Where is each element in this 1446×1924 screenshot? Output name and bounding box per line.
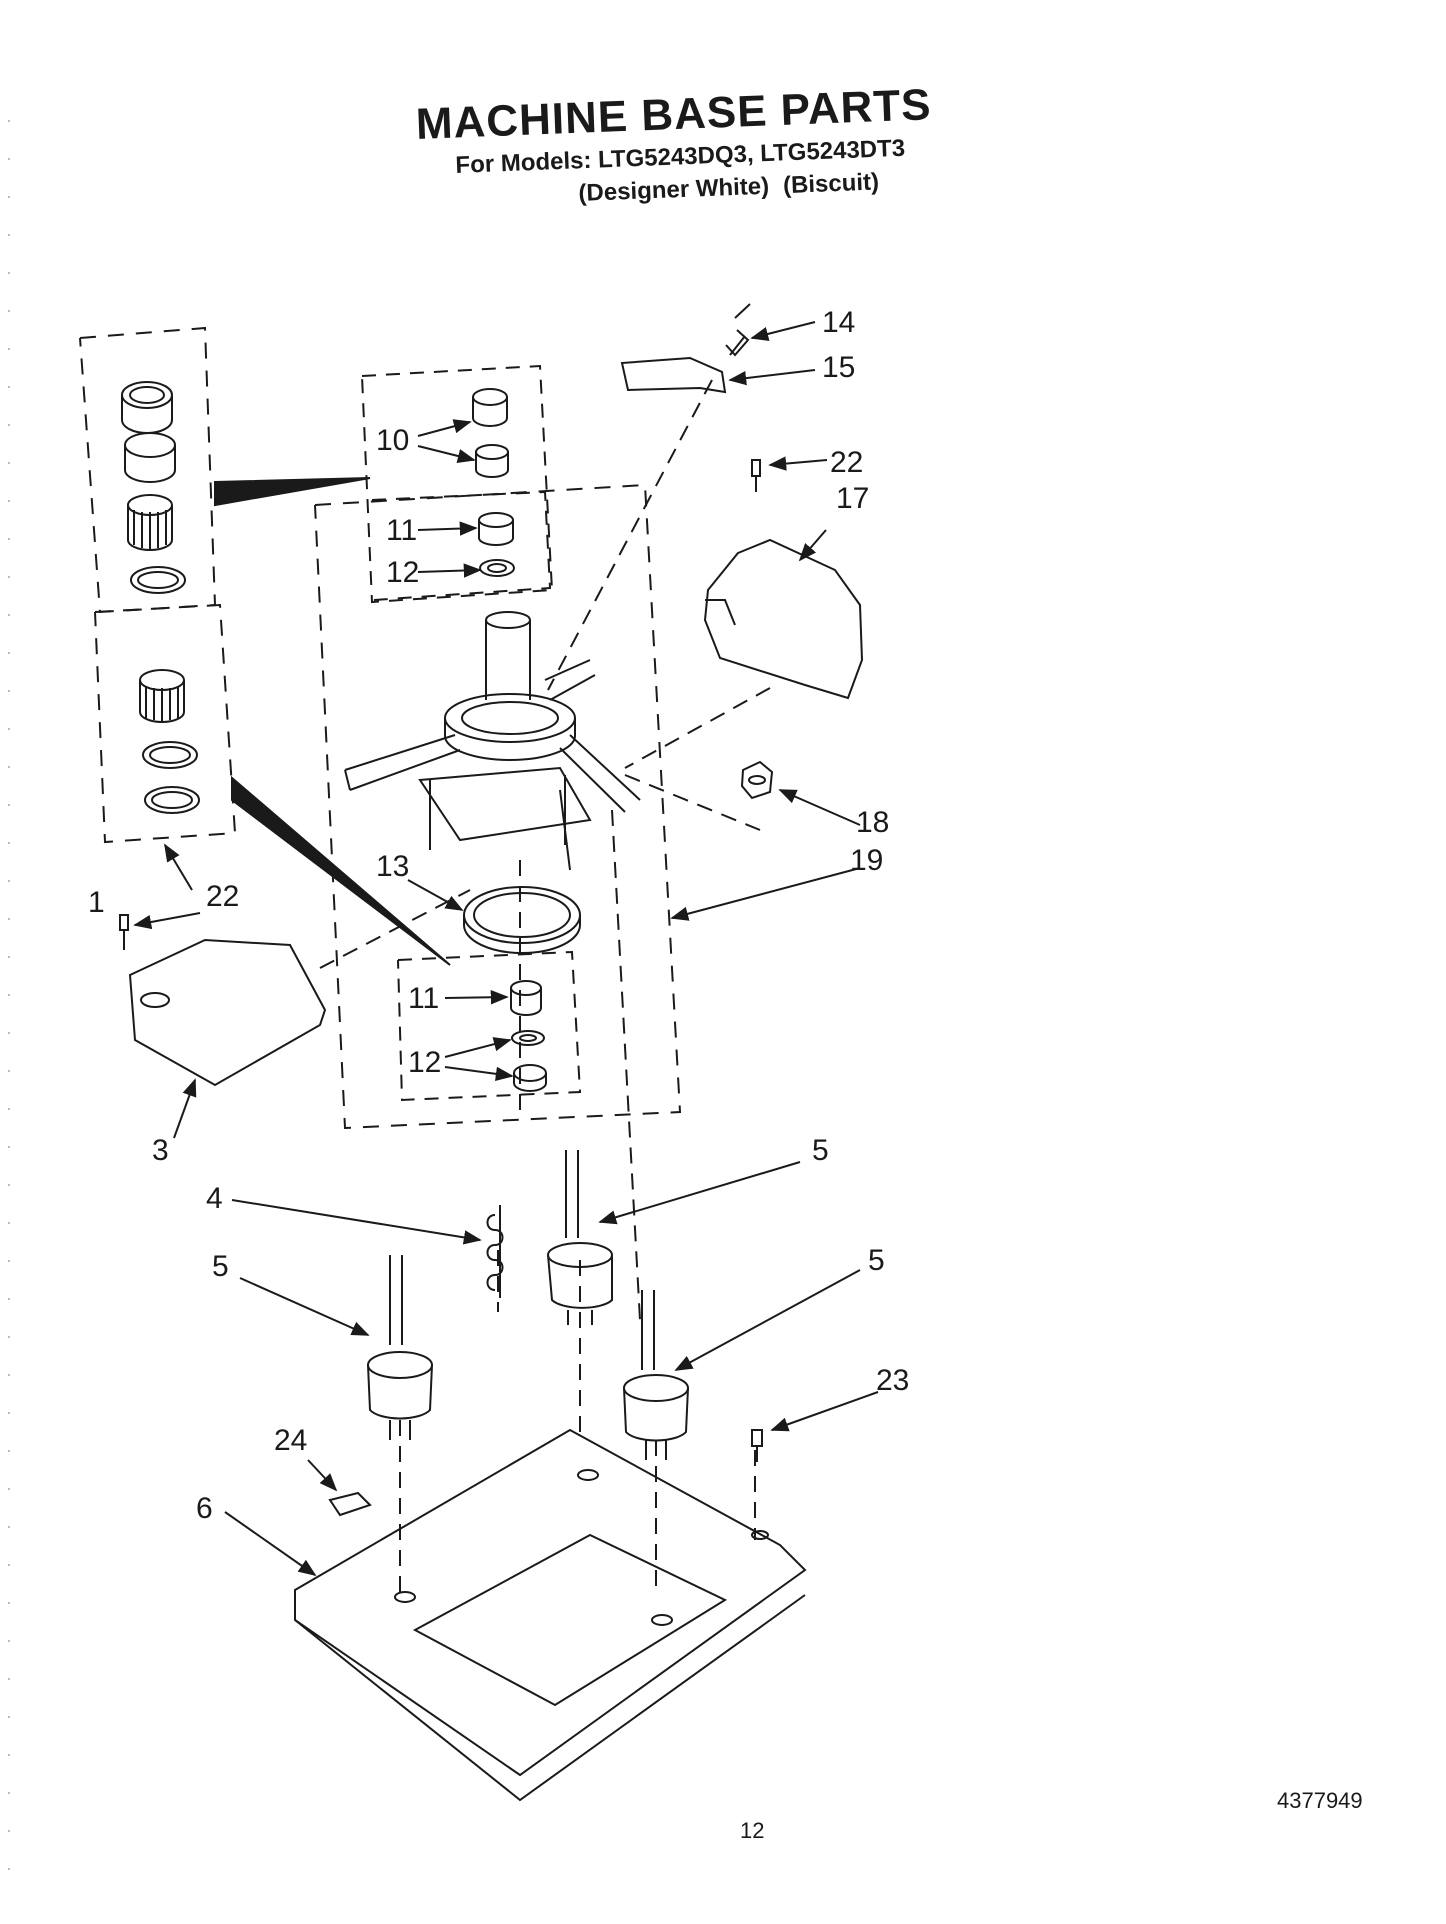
callout-6: 6 (196, 1492, 213, 1525)
suspension-strut-left (367, 1255, 433, 1440)
callout-11-upper: 11 (386, 514, 417, 547)
callout-12-lower: 12 (408, 1046, 441, 1079)
callout-4: 4 (206, 1182, 223, 1215)
scan-margin-marks (8, 120, 10, 1870)
screw-22-right (751, 459, 761, 492)
bracket-15 (620, 356, 727, 394)
lower-bearings (510, 980, 547, 1092)
callout-22-right: 22 (830, 446, 863, 479)
gearcase-assembly-box (314, 483, 682, 1130)
page-number: 12 (740, 1818, 765, 1843)
document-number: 4377949 (1277, 1788, 1363, 1813)
callout-3: 3 (152, 1134, 169, 1167)
spring-4 (486, 1205, 504, 1298)
callout-labels: 14 15 22 17 18 19 10 11 12 13 11 12 1 22… (88, 306, 909, 1525)
callout-17: 17 (836, 482, 869, 515)
leader-dashes (319, 379, 771, 1595)
callout-11-lower: 11 (408, 982, 439, 1015)
upper-bearings (472, 388, 515, 577)
bearing-box-10 (361, 364, 554, 604)
bearing-kit-box-lower (94, 603, 237, 844)
callout-13: 13 (376, 850, 409, 883)
screw-14 (725, 303, 751, 357)
bearing-kit-box-upper (79, 326, 217, 614)
bearing-box-11-12-lower (397, 950, 582, 1102)
shield-17 (703, 538, 864, 700)
callout-1: 1 (88, 886, 105, 919)
suspension-strut-right (623, 1290, 689, 1460)
drive-belt-ring (463, 886, 581, 954)
callout-22-left: 22 (206, 880, 239, 913)
suspension-strut-middle (547, 1150, 613, 1325)
callout-5-left: 5 (212, 1250, 229, 1283)
callout-19: 19 (850, 844, 883, 877)
callout-10: 10 (376, 424, 409, 457)
nut-18 (740, 760, 774, 800)
callout-15: 15 (822, 351, 855, 384)
kit-pointer-upper (214, 477, 371, 507)
plate-3 (119, 914, 327, 1087)
clip-24 (328, 1491, 372, 1517)
screw-23 (751, 1429, 763, 1462)
callout-5-middle: 5 (812, 1134, 829, 1167)
callout-5-right: 5 (868, 1244, 885, 1277)
callout-arrows (133, 321, 879, 1577)
callout-18: 18 (856, 806, 889, 839)
bearing-box-11-12-upper (371, 490, 552, 601)
callout-12-upper: 12 (386, 556, 419, 589)
callout-14: 14 (822, 306, 855, 339)
kit-pointer-lower (231, 775, 451, 966)
gearcase-pulley (344, 611, 641, 871)
callout-23: 23 (876, 1364, 909, 1397)
base-frame-6 (294, 1428, 807, 1802)
kit-parts-left (121, 381, 200, 814)
callout-24: 24 (274, 1424, 307, 1457)
